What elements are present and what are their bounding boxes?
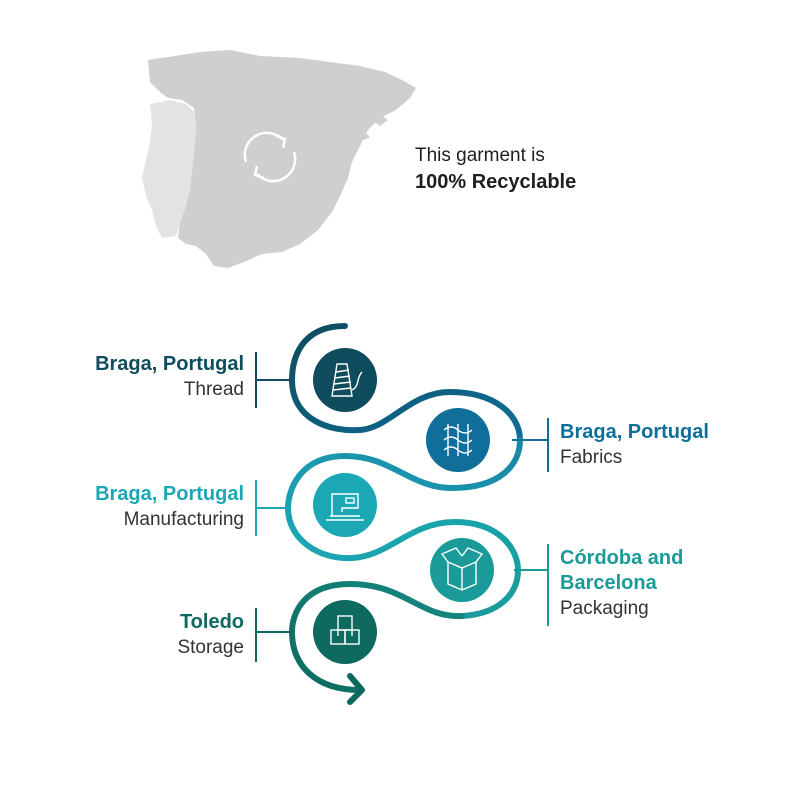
step-city: Braga, Portugal	[95, 483, 244, 505]
claim-line-2: 100% Recyclable	[415, 171, 577, 193]
connector-storage	[255, 608, 292, 662]
step-name: Fabrics	[560, 447, 623, 468]
step-label-fabrics: Braga, Portugal Fabrics	[560, 420, 709, 470]
recyclable-claim: This garment is 100% Recyclable	[415, 143, 576, 195]
flow-path-packaging-to-storage	[288, 580, 465, 693]
balearic-shape	[360, 116, 388, 140]
step-circle-thread	[313, 348, 377, 412]
thread-spool-icon	[331, 363, 363, 397]
iberia-map	[142, 50, 416, 268]
step-circle-packaging	[430, 538, 494, 602]
step-circle-fabrics	[426, 408, 490, 472]
step-city-line-2: Barcelona	[560, 572, 657, 594]
flow-arrow-head	[347, 673, 365, 705]
step-label-packaging: Córdoba and Barcelona Packaging	[560, 546, 683, 621]
connector-fabrics	[512, 418, 549, 472]
fabric-weave-icon	[443, 424, 473, 456]
connector-packaging	[514, 544, 549, 626]
step-name: Packaging	[560, 598, 649, 619]
step-city: Braga, Portugal	[95, 353, 244, 375]
step-city: Braga, Portugal	[560, 421, 709, 443]
step-name: Manufacturing	[123, 509, 244, 530]
step-city: Córdoba and	[560, 547, 684, 569]
step-label-thread: Braga, Portugal Thread	[95, 352, 244, 402]
flow-path-manufacturing-to-packaging	[349, 518, 522, 619]
step-label-storage: Toledo Storage	[177, 610, 244, 660]
step-circle-storage	[313, 600, 377, 664]
connector-thread	[255, 352, 292, 408]
open-box-icon	[440, 547, 484, 591]
portugal-shape	[142, 100, 196, 238]
flow-path-thread-to-fabrics	[288, 323, 523, 443]
recycle-icon	[243, 131, 297, 183]
connector-manufacturing	[255, 480, 290, 536]
step-circle-manufacturing	[313, 473, 377, 537]
step-name: Storage	[177, 637, 244, 658]
spain-shape	[148, 50, 416, 268]
step-city: Toledo	[179, 611, 244, 633]
flow-path-fabrics-to-manufacturing	[284, 437, 523, 562]
stacked-boxes-icon	[330, 615, 360, 645]
claim-line-1: This garment is	[415, 145, 545, 166]
sewing-machine-icon	[326, 493, 364, 521]
step-name: Thread	[183, 379, 244, 400]
step-label-manufacturing: Braga, Portugal Manufacturing	[95, 482, 244, 532]
